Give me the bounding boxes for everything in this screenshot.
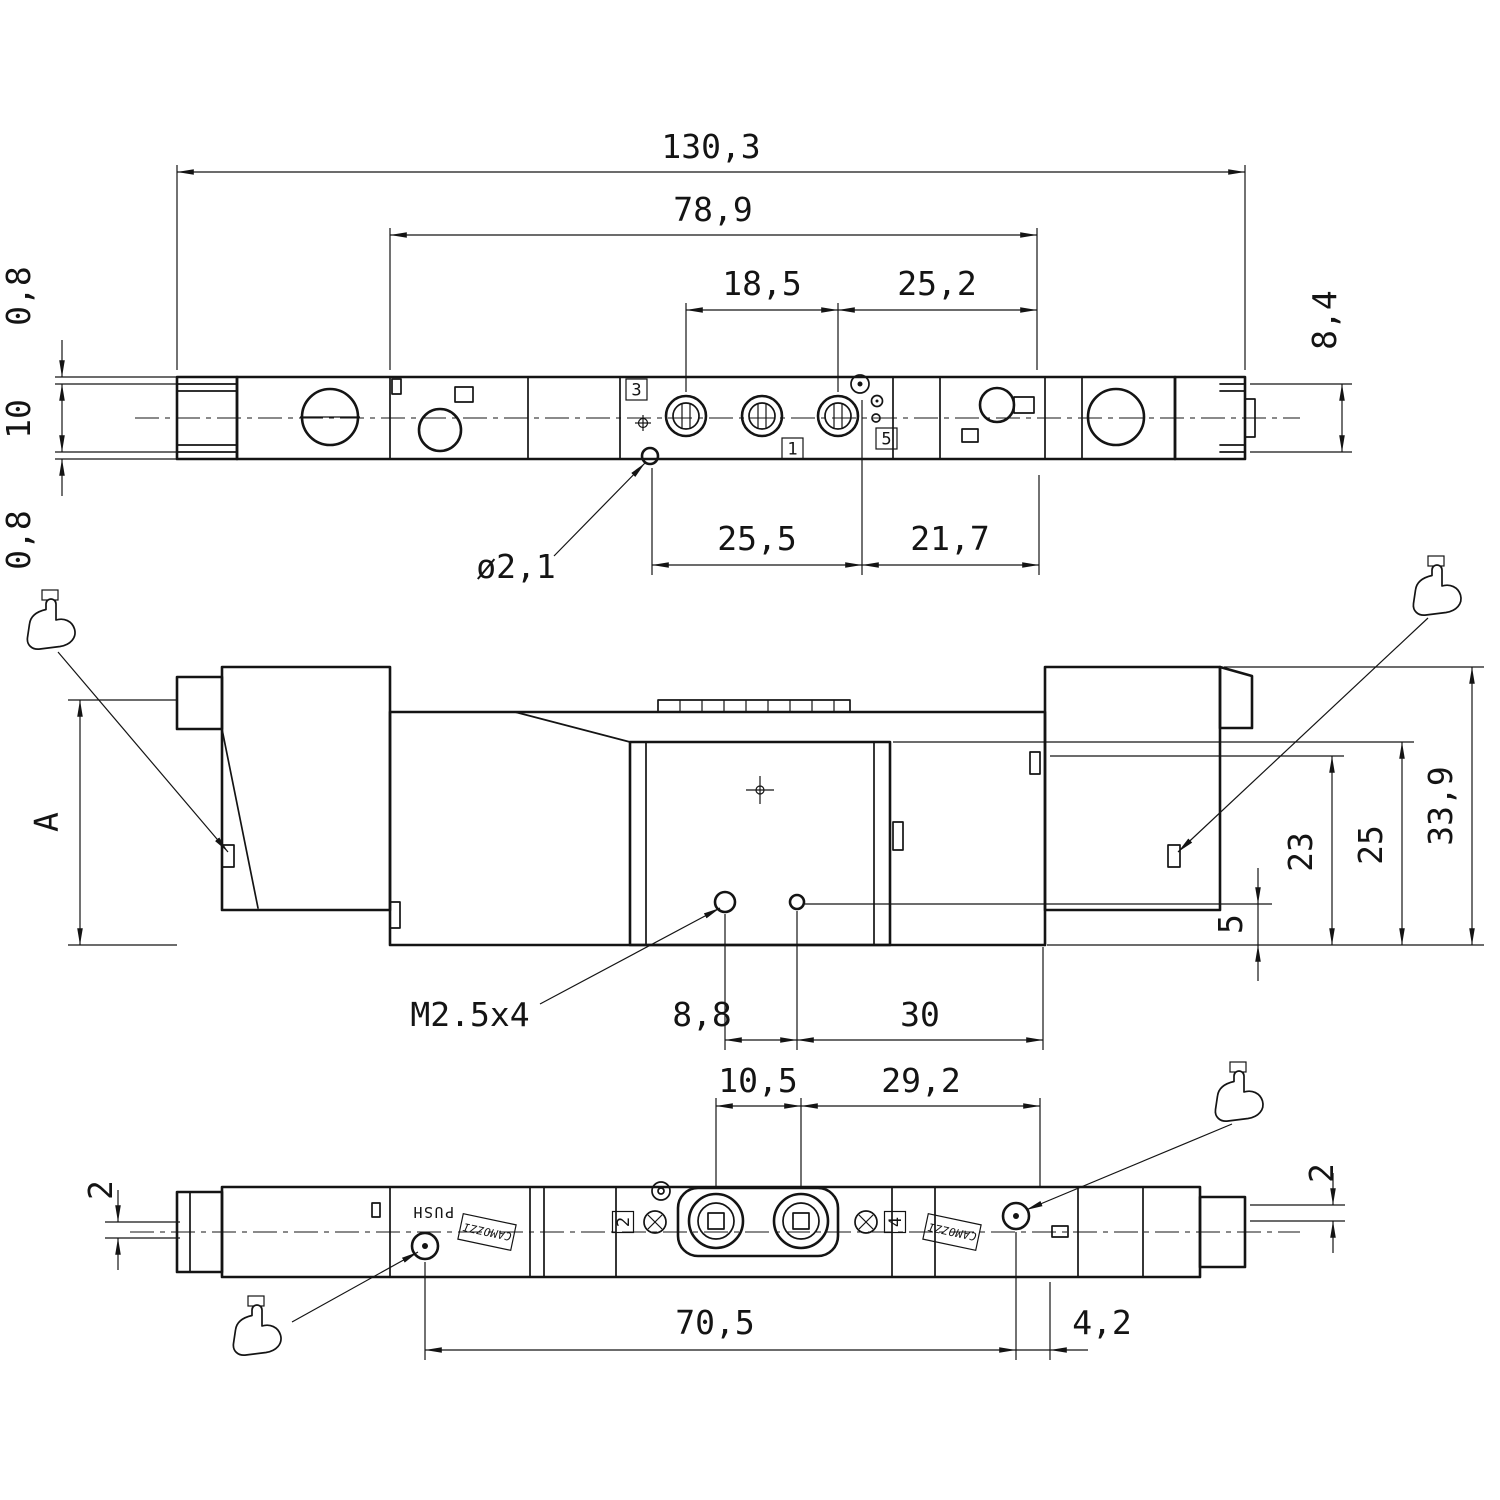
center-crosshair (746, 776, 774, 804)
right-end-cap-bottom (1198, 1195, 1247, 1269)
svg-text:CAMOZZI: CAMOZZI (461, 1220, 512, 1243)
dim-end-height: 8,4 (1305, 290, 1344, 350)
cross-screw-right (854, 1210, 878, 1234)
port-label-4-group: 4 (883, 1210, 907, 1234)
right-pin (1244, 398, 1256, 438)
dim-port-to-pilot: 25,2 (897, 264, 976, 303)
dim-screw-span: 70,5 (675, 1303, 754, 1342)
thread-hole-m25 (713, 890, 737, 914)
hand-push-icon-left (26, 589, 76, 650)
port-label-5: 5 (881, 430, 891, 450)
top-view: 3 1 5 130,3 78,9 18,5 25,2 8,4 0,8 10 0, (0, 127, 1352, 586)
cross-screw-left (643, 1210, 667, 1234)
pilot-port-right (978, 386, 1016, 424)
dim-hole-diameter: ø2,1 (476, 547, 555, 586)
thread-leader-line (539, 907, 721, 1005)
body-teeth (657, 699, 851, 713)
dim-body-width: 10 (0, 399, 38, 439)
dim-end-offset: 4,2 (1072, 1303, 1132, 1342)
port-label-2: 2 (614, 1217, 634, 1227)
dim-left-offset: 2 (81, 1180, 120, 1200)
right-large-port (1086, 387, 1146, 447)
right-connector (1218, 665, 1254, 730)
dim-hole-offset: 8,8 (672, 995, 732, 1034)
dim-body-length: 78,9 (673, 190, 752, 229)
left-connector (175, 675, 224, 731)
front-view: A 5 23 25 33,9 M2.5x4 8,8 30 (27, 665, 1484, 1050)
dim-h23: 23 (1281, 832, 1320, 872)
pilot-port-left (417, 407, 463, 453)
mounting-screw-right (1001, 1201, 1031, 1231)
work-port-5 (816, 394, 860, 438)
hand-push-icon-bottom-right (1214, 1061, 1264, 1122)
dim-right-offset: 2 (1302, 1163, 1341, 1183)
dim-ridge-bottom: 0,8 (0, 510, 38, 570)
dim-overall-height: 33,9 (1421, 766, 1460, 845)
dim-h25: 25 (1351, 825, 1390, 865)
svg-text:CAMOZZI: CAMOZZI (926, 1220, 977, 1243)
right-solenoid (1043, 665, 1222, 912)
dim-overall-length: 130,3 (661, 127, 760, 166)
mounting-hole-2-1 (640, 446, 660, 466)
manual-override-right (1167, 844, 1181, 868)
left-solenoid (220, 665, 392, 912)
push-label: PUSH (412, 1203, 454, 1221)
work-port-1 (740, 394, 784, 438)
reference-crosshair (635, 415, 651, 431)
mounting-screw-left (410, 1231, 440, 1261)
small-hole (788, 893, 806, 911)
dim-hole-pitch: 30 (900, 995, 940, 1034)
center-block (628, 740, 892, 947)
hand-leader-right (1177, 617, 1429, 853)
work-port-3 (664, 394, 708, 438)
dim-ridge-top: 0,8 (0, 266, 38, 326)
hand-push-icon-right (1412, 555, 1462, 616)
screw-hole (850, 374, 870, 394)
brand-logo-left: CAMOZZI (457, 1212, 517, 1252)
port-housing (676, 1186, 840, 1258)
dim-screw-to-pilot: 21,7 (910, 519, 989, 558)
dim-hole-height: 5 (1211, 914, 1250, 934)
hand-leader-bottom-right (1025, 1123, 1233, 1211)
hand-push-icon-bottom-left (232, 1295, 282, 1356)
manual-override-callouts (26, 555, 1462, 1356)
hand-leader-left (57, 651, 229, 853)
brand-logo-right: CAMOZZI (922, 1212, 982, 1252)
hand-leader-bottom-left (291, 1251, 419, 1323)
dim-port-pitch: 18,5 (722, 264, 801, 303)
dim-port-to-screw-bottom: 29,2 (881, 1061, 960, 1100)
dim-hole-to-screw: 25,5 (717, 519, 796, 558)
top-screw (651, 1181, 671, 1201)
bottom-view: PUSH CAMOZZI 2 4 (81, 1061, 1345, 1360)
dim-height-a: A (27, 812, 66, 832)
port-label-1: 1 (787, 440, 797, 460)
manual-override-left (221, 844, 235, 868)
hole-leader-line (553, 462, 646, 557)
bottom-port-2 (687, 1192, 745, 1250)
port-label-4: 4 (886, 1217, 906, 1227)
bottom-port-4 (772, 1192, 830, 1250)
thread-callout: M2.5x4 (410, 995, 529, 1034)
port-label-3: 3 (631, 381, 641, 401)
dim-bottom-port-pitch: 10,5 (718, 1061, 797, 1100)
port-label-2-group: 2 (611, 1210, 635, 1234)
